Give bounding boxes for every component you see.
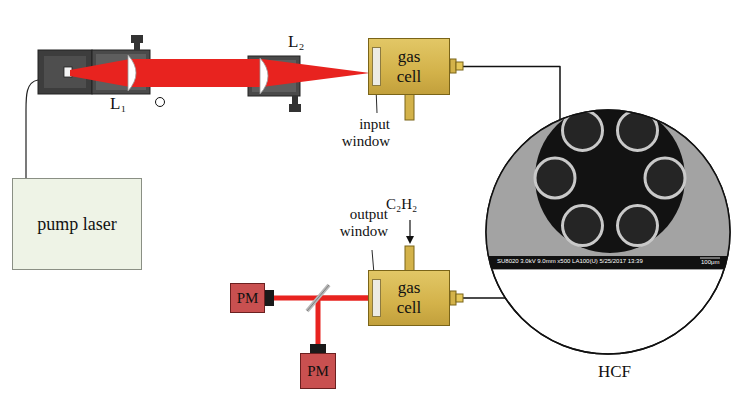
beam-splitter-edge	[307, 285, 329, 311]
window-pane	[372, 279, 381, 317]
beam-splitter	[307, 285, 329, 311]
fiber-wire	[26, 80, 38, 178]
adjust-knob	[131, 35, 143, 43]
collimating-lens	[128, 55, 136, 91]
magnifier-rim	[486, 110, 730, 354]
adjust-knob	[292, 96, 298, 105]
gas-port	[405, 94, 414, 120]
gas-flow-arrow	[409, 220, 410, 238]
text-group: gas cell	[387, 47, 431, 86]
capillary-tube	[618, 110, 658, 150]
adjust-knob	[289, 104, 301, 112]
gas-label: C₂H₂	[386, 196, 417, 213]
text-group: PM	[237, 289, 259, 307]
node-text: PM	[237, 290, 259, 307]
fiber-fitting	[450, 59, 456, 73]
gas-port	[405, 246, 414, 271]
capillary-tube	[535, 158, 575, 198]
sem-cladding	[486, 100, 730, 270]
window-label: output window	[318, 206, 388, 241]
fiber-fitting	[456, 62, 463, 70]
hollow-core	[535, 103, 685, 253]
power-meter: PM	[230, 283, 265, 313]
sem-info: SU8020 3.0kV 9.0mm x500 LA100(U) 5/25/20…	[497, 258, 643, 265]
lens-label: L₂	[288, 32, 304, 52]
window-pane	[372, 47, 381, 86]
gas-cell: gas cell	[368, 270, 450, 326]
text-group: PM	[307, 362, 329, 380]
gas-cell: gas cell	[368, 38, 450, 95]
adjust-screw	[156, 98, 165, 107]
text-group: pump laser	[37, 214, 116, 235]
lens-label: L₁	[110, 94, 126, 114]
scale-bar	[700, 258, 720, 259]
power-meter: PM	[300, 353, 336, 389]
text-group: gas cell	[387, 278, 431, 317]
fiber-fitting	[450, 291, 456, 305]
node-text: gas cell	[387, 47, 431, 86]
sem-info-bar	[486, 256, 730, 269]
fiber-fitting	[456, 294, 463, 302]
node-text: pump laser	[37, 214, 116, 235]
gas-flow-arrowhead	[406, 236, 414, 244]
fiber-label: HCF	[598, 362, 631, 382]
adjust-knob	[134, 42, 140, 50]
node-text: PM	[307, 363, 329, 380]
capillary-tube	[618, 206, 658, 246]
node-text: gas cell	[387, 278, 431, 317]
laser-beam	[70, 59, 370, 87]
capillary-tube	[645, 158, 685, 198]
detector-mount	[310, 344, 326, 353]
focusing-lens	[260, 58, 268, 94]
sem-image	[486, 100, 730, 270]
detector-mount	[265, 290, 274, 306]
window-label: input window	[322, 116, 390, 151]
laser-box: pump laser	[12, 178, 142, 270]
scale-label: 100μm	[701, 259, 719, 266]
capillary-tube	[563, 206, 603, 246]
